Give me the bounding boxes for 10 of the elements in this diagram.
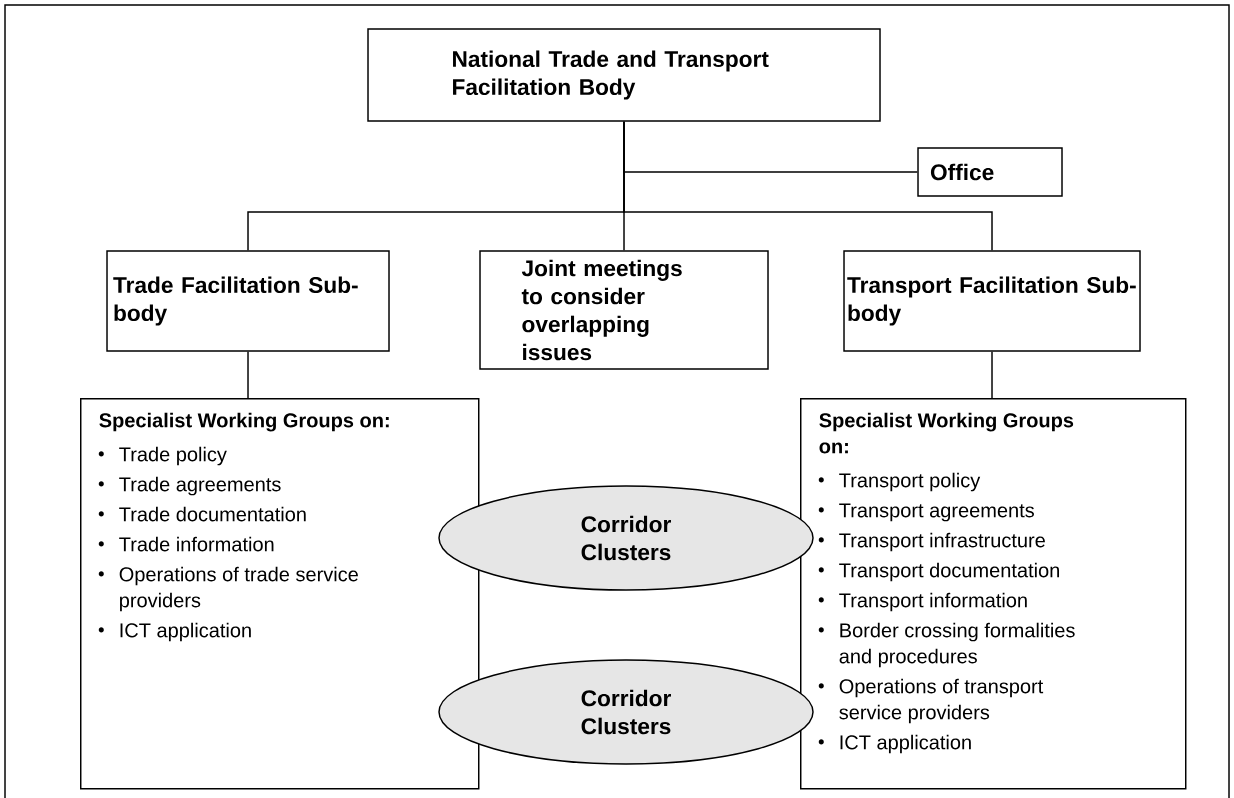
org-box: Joint meetings to consider overlapping issues bbox=[479, 250, 769, 370]
org-box: Office bbox=[917, 147, 1063, 197]
working-group-box: Specialist Working Groups on: Trade policy Trade agreements Trade documentation Trade information Operations of trade service providers ICT application bbox=[80, 398, 480, 790]
org-box: National Trade and Transport Facilitation Body bbox=[367, 28, 881, 122]
org-box: Trade Facilitation Sub-body bbox=[106, 250, 390, 352]
org-box: Transport Facilitation Sub-body bbox=[843, 250, 1141, 352]
working-group-box: Specialist Working Groups on: Transport policy Transport agreements Transport infrastructure Transport documentation Transport information Border crossing formalities and procedures Operations of transport service providers ICT application bbox=[800, 398, 1187, 790]
connector-line bbox=[623, 121, 993, 251]
connector-line bbox=[247, 351, 249, 399]
connector-line bbox=[991, 351, 993, 399]
